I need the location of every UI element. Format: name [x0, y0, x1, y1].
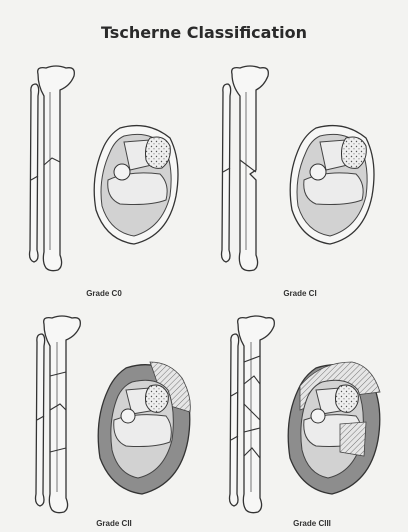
tibia-fibula-ci	[222, 66, 269, 271]
cross-section-c0	[94, 126, 178, 244]
panel-grade-ciii: Grade CIII	[230, 316, 381, 528]
cross-section-cii	[98, 362, 190, 494]
tibia-fibula-ciii	[230, 316, 275, 513]
label-grade-ci: Grade CI	[283, 289, 316, 298]
panel-grade-c0: Grade C0	[30, 66, 179, 298]
label-grade-c0: Grade C0	[86, 289, 122, 298]
panel-grade-ci: Grade CI	[222, 66, 375, 298]
tibia-fibula-cii	[36, 316, 81, 513]
label-grade-cii: Grade CII	[96, 519, 132, 528]
label-grade-ciii: Grade CIII	[293, 519, 331, 528]
cross-section-ciii	[288, 362, 380, 494]
panel-grade-cii: Grade CII	[36, 316, 191, 528]
diagram-title: Tscherne Classification	[101, 23, 307, 42]
cross-section-ci	[290, 126, 374, 244]
tibia-fibula-c0	[30, 66, 75, 271]
